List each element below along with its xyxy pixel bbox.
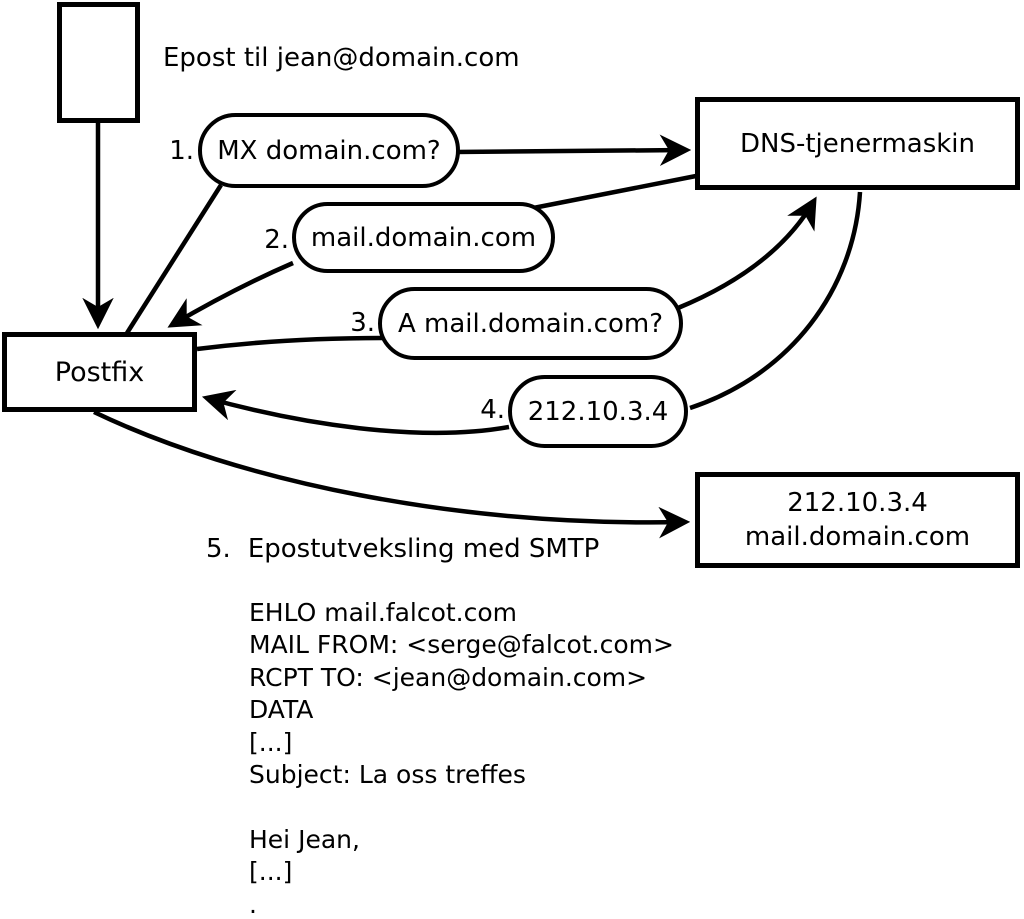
step2-label: mail.domain.com (310, 222, 537, 253)
smtp-line: RCPT TO: <jean@domain.com> (249, 662, 648, 692)
arrow-pill2-to-postfix (167, 260, 294, 328)
postfix-label: Postfix (54, 356, 145, 388)
smtp-line: EHLO mail.falcot.com (249, 598, 518, 627)
mailserver-hostname: mail.domain.com (744, 522, 971, 552)
email-message-box (57, 2, 140, 123)
step5-caption: 5. Epostutveksling med SMTP (206, 534, 599, 564)
step2-reply-pill: mail.domain.com (292, 202, 555, 273)
mailserver-node: 212.10.3.4 mail.domain.com (695, 472, 1020, 568)
step4-number: 4. (480, 395, 505, 425)
smtp-line (249, 791, 674, 823)
smtp-line: DATA (249, 695, 314, 725)
arrow-pill3-to-dns (677, 196, 817, 311)
smtp-line: . (249, 889, 257, 919)
smtp-line: [...] (249, 857, 293, 887)
step1-number: 1. (169, 136, 194, 166)
step3-label: A mail.domain.com? (398, 308, 663, 339)
smtp-line: Subject: La oss treffes (249, 759, 526, 789)
arrow-postfix-to-mailserver (93, 409, 691, 539)
smtp-line: MAIL FROM: <serge@falcot.com> (249, 630, 674, 660)
step1-label: MX domain.com? (217, 135, 441, 166)
dns-label: DNS-tjenermaskin (739, 128, 976, 159)
smtp-transcript: EHLO mail.falcot.com MAIL FROM: <serge@f… (249, 597, 674, 919)
step2-number: 2. (264, 225, 289, 255)
postfix-node: Postfix (2, 332, 197, 412)
email-note: Epost til jean@domain.com (163, 43, 520, 73)
step4-reply-pill: 212.10.3.4 (508, 375, 688, 448)
line-postfix-to-pill1 (125, 183, 223, 335)
line-dns-to-pill2 (517, 173, 697, 214)
mailserver-ip: 212.10.3.4 (787, 488, 928, 518)
line-dns-to-pill4 (689, 191, 863, 411)
step5-label: Epostutveksling med SMTP (247, 534, 600, 564)
step1-query-pill: MX domain.com? (198, 113, 460, 188)
step4-label: 212.10.3.4 (527, 396, 669, 427)
smtp-line: Hei Jean, (249, 824, 360, 854)
arrow-pill4-to-postfix (201, 389, 510, 436)
step5-number: 5. (206, 534, 231, 564)
arrow-pill1-to-dns (454, 134, 692, 166)
step3-query-pill: A mail.domain.com? (378, 287, 683, 360)
step3-number: 3. (350, 308, 375, 338)
line-postfix-to-pill3 (196, 335, 383, 352)
dns-server-node: DNS-tjenermaskin (695, 97, 1020, 190)
smtp-line: [...] (249, 727, 293, 757)
